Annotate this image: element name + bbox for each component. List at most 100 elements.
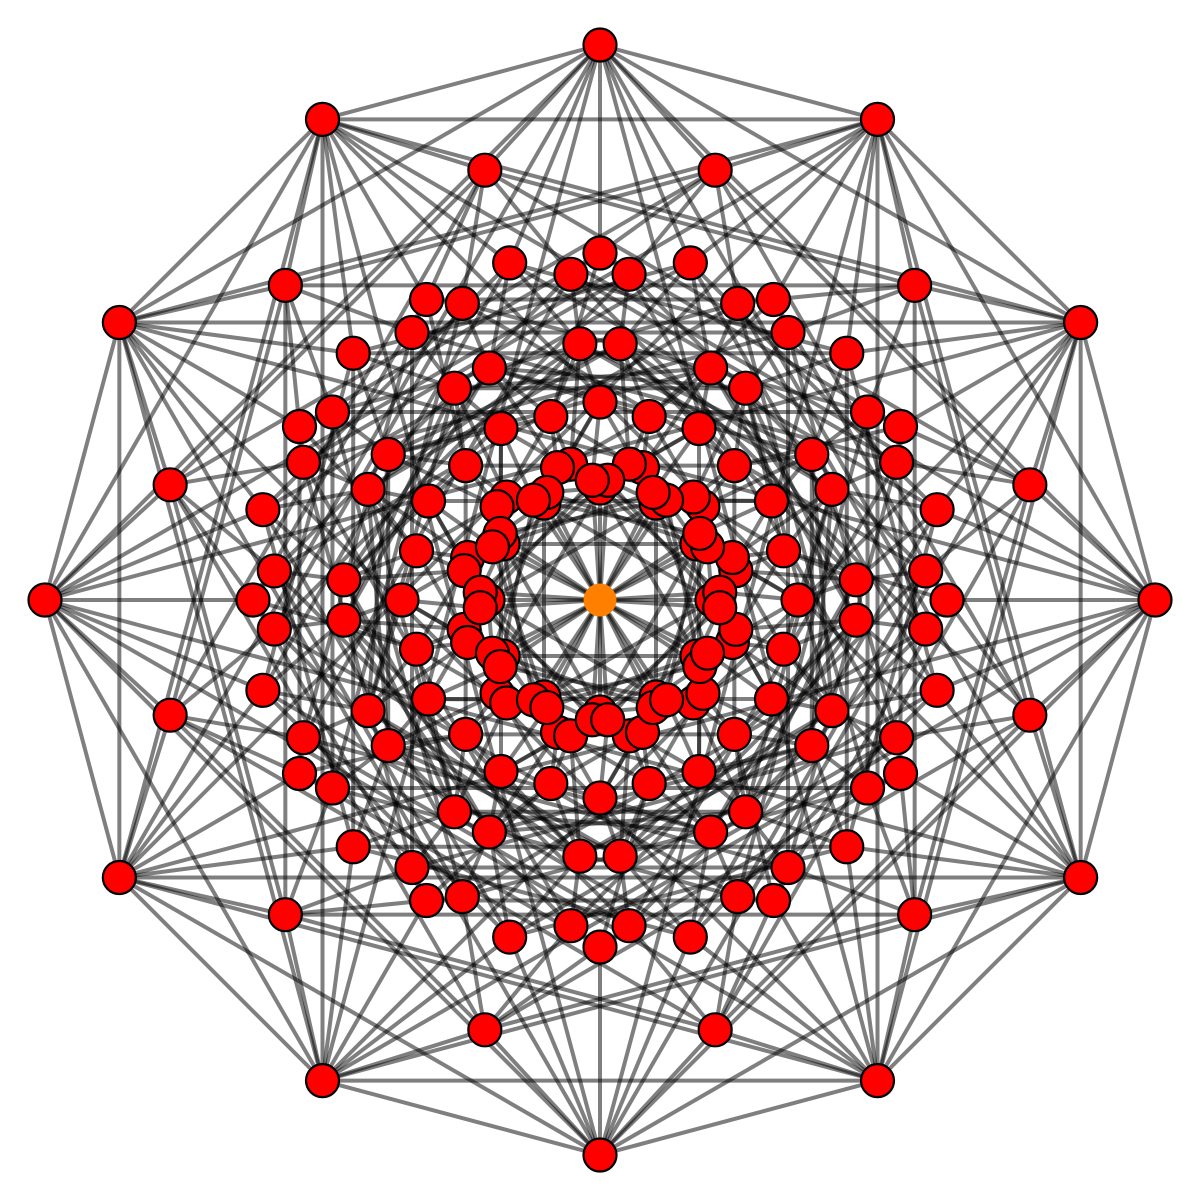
edge xyxy=(618,341,632,467)
vertex xyxy=(350,693,386,729)
edge xyxy=(733,568,859,582)
edge xyxy=(598,43,718,173)
vertex xyxy=(1012,697,1048,733)
vertex xyxy=(755,882,792,919)
edge xyxy=(844,844,1083,880)
edge xyxy=(691,386,748,500)
vertex xyxy=(448,716,484,752)
vertex xyxy=(631,398,667,435)
vertex xyxy=(753,483,790,519)
vertex xyxy=(681,753,717,790)
vertex xyxy=(590,702,626,738)
edge xyxy=(898,771,1083,880)
edge xyxy=(627,168,718,277)
vertex xyxy=(101,304,137,341)
edge xyxy=(894,713,1032,740)
edge xyxy=(330,301,740,414)
vertex xyxy=(672,919,708,955)
edge xyxy=(460,786,870,899)
vertex xyxy=(582,27,618,63)
edge xyxy=(771,283,917,302)
edge xyxy=(568,735,899,928)
edge xyxy=(251,598,429,903)
vertex xyxy=(553,256,589,292)
vertex xyxy=(281,755,318,792)
edge xyxy=(320,43,602,122)
edge xyxy=(283,898,429,917)
vertex xyxy=(1063,304,1099,341)
vertex xyxy=(814,693,850,729)
vertex xyxy=(794,436,830,473)
edge xyxy=(935,320,1083,512)
edge xyxy=(386,452,500,509)
vertex xyxy=(611,256,647,292)
edge xyxy=(487,366,748,391)
edge xyxy=(341,366,492,582)
edge xyxy=(1027,482,1157,602)
edge xyxy=(499,769,582,859)
edge xyxy=(898,771,917,917)
edge xyxy=(168,168,487,487)
edge xyxy=(482,168,917,288)
edge xyxy=(117,875,325,1083)
vertex xyxy=(929,582,965,618)
vertex xyxy=(602,326,638,362)
vertex xyxy=(681,410,717,447)
edge xyxy=(283,283,302,429)
vertex xyxy=(720,285,756,321)
edge xyxy=(251,297,429,602)
edge xyxy=(424,168,487,302)
edge xyxy=(743,386,774,503)
vertex xyxy=(281,408,318,445)
edge xyxy=(844,117,880,356)
edge xyxy=(771,598,949,903)
edge xyxy=(577,341,814,457)
edge xyxy=(117,875,288,917)
vertex xyxy=(635,474,671,511)
vertex xyxy=(602,838,638,874)
vertex xyxy=(849,770,886,806)
vertex xyxy=(436,794,473,830)
edge xyxy=(117,283,288,325)
edge xyxy=(875,117,917,288)
vertex xyxy=(770,849,806,886)
vertex xyxy=(838,562,874,598)
vertex xyxy=(152,697,188,733)
edge xyxy=(117,320,302,429)
edge xyxy=(43,598,122,880)
edge xyxy=(743,386,859,623)
edge xyxy=(320,117,1157,602)
edge xyxy=(577,743,814,859)
edge xyxy=(598,771,903,949)
edge xyxy=(283,786,335,917)
edge xyxy=(168,713,306,740)
vertex xyxy=(1012,467,1048,503)
edge xyxy=(43,598,173,718)
edge xyxy=(117,688,265,880)
edge xyxy=(460,301,870,414)
vertex xyxy=(482,648,518,685)
edge xyxy=(730,487,834,560)
edge xyxy=(945,598,1032,718)
edge xyxy=(640,730,713,834)
edge xyxy=(117,771,302,880)
vertex xyxy=(304,1063,341,1099)
vertex xyxy=(398,533,435,569)
vertex xyxy=(256,611,292,647)
vertex xyxy=(720,879,756,915)
vertex xyxy=(611,908,647,944)
edge xyxy=(708,618,859,834)
edge xyxy=(697,743,814,774)
vertex xyxy=(436,370,473,406)
edge xyxy=(618,341,701,431)
edge xyxy=(168,713,302,776)
edge xyxy=(935,688,1083,880)
edge xyxy=(43,598,265,693)
edge xyxy=(786,460,899,870)
edge xyxy=(627,627,928,928)
edge xyxy=(875,117,1083,325)
edge xyxy=(320,844,356,1083)
edge xyxy=(341,618,467,632)
edge xyxy=(272,301,465,632)
vertex xyxy=(727,370,764,406)
